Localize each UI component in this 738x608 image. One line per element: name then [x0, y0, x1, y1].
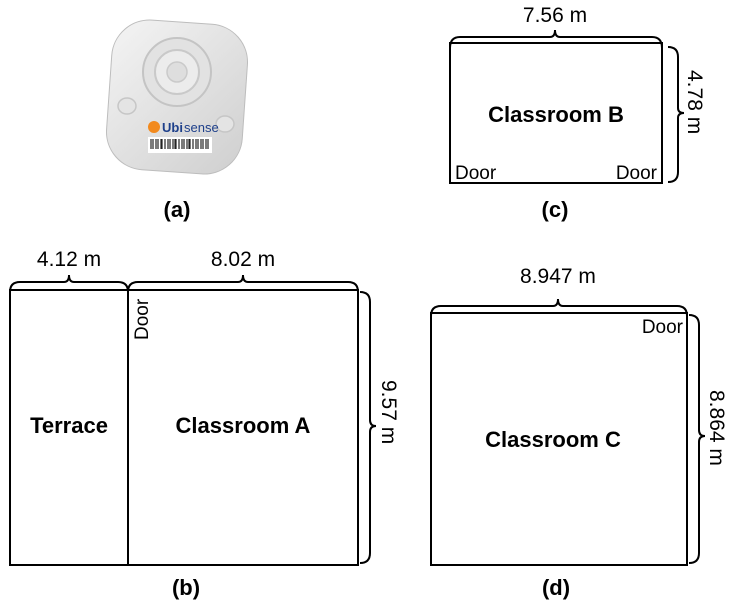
- caption-d: (d): [542, 575, 570, 600]
- height-brace-b: [359, 291, 377, 564]
- height-label-b: 9.57 m: [377, 380, 400, 444]
- room-outline-d: [430, 312, 688, 566]
- width-label-b-terrace: 4.12 m: [37, 248, 101, 271]
- panel-c: 7.56 m 4.78 m Classroom B Door Door (c): [449, 4, 706, 222]
- width-label-d: 8.947 m: [520, 265, 596, 288]
- height-brace-d: [688, 314, 706, 564]
- width-label-c: 7.56 m: [523, 4, 587, 27]
- door-label-c-left: Door: [455, 163, 497, 184]
- svg-text:sense: sense: [184, 120, 219, 135]
- door-label-d: Door: [642, 317, 684, 338]
- room-label-classroom-a: Classroom A: [176, 413, 311, 438]
- room-label-c: Classroom B: [488, 102, 624, 127]
- barcode-label: [148, 137, 212, 153]
- width-brace-b-classroom: [127, 274, 359, 293]
- height-label-c: 4.78 m: [683, 70, 706, 134]
- door-label-b: Door: [132, 298, 153, 340]
- room-outline-c: [449, 42, 663, 184]
- svg-text:Ubi: Ubi: [162, 120, 183, 135]
- height-label-d: 8.864 m: [705, 390, 728, 466]
- height-brace-c: [667, 46, 685, 183]
- panel-b: 4.12 m 8.02 m 9.57 m Door Terrace Classr…: [9, 248, 400, 600]
- room-outline-b: [9, 289, 359, 566]
- door-label-c-right: Door: [616, 163, 658, 184]
- width-label-b-classroom: 8.02 m: [211, 248, 275, 271]
- caption-b: (b): [172, 575, 200, 600]
- room-label-classroom-c: Classroom C: [485, 427, 621, 452]
- caption-a: (a): [164, 197, 191, 222]
- panel-d: 8.947 m 8.864 m Door Classroom C (d): [430, 265, 728, 600]
- width-brace-d: [430, 298, 688, 317]
- ubisense-logo: Ubi sense: [148, 120, 219, 135]
- ubisense-tag-image: Ubi sense: [105, 19, 249, 175]
- caption-c: (c): [542, 197, 569, 222]
- width-brace-b-terrace: [9, 274, 129, 293]
- width-brace-c: [449, 29, 663, 49]
- room-label-terrace: Terrace: [30, 413, 108, 438]
- panel-a: Ubi sense (a): [105, 19, 249, 222]
